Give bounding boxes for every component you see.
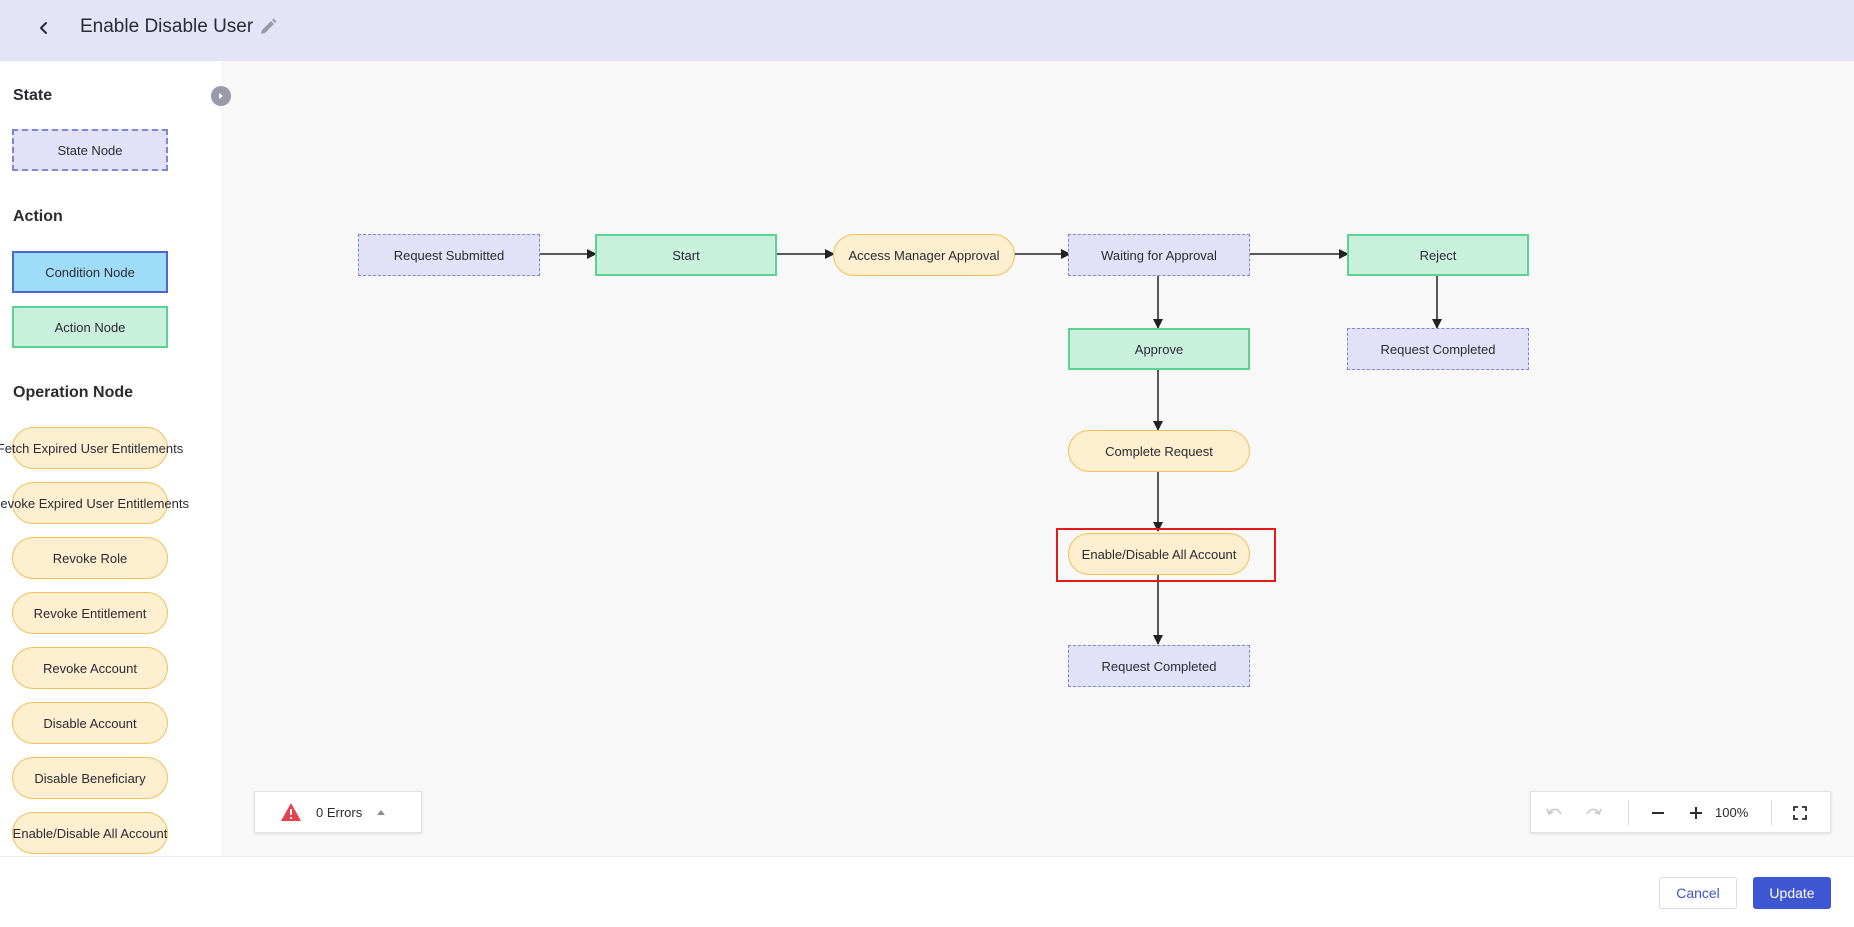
toolbar-divider	[1628, 801, 1629, 825]
chevron-left-icon	[40, 22, 47, 34]
palette-disable-account[interactable]: Disable Account	[12, 702, 168, 744]
zoom-level: 100%	[1715, 805, 1749, 820]
redo-icon	[1586, 808, 1602, 816]
canvas-toolbar: 100%	[1530, 791, 1831, 833]
node-reject[interactable]: Reject	[1347, 234, 1529, 276]
errors-count: 0 Errors	[316, 804, 363, 820]
palette-revoke-role[interactable]: Revoke Role	[12, 537, 168, 579]
node-selection-highlight	[1056, 528, 1276, 582]
palette-revoke-entitlement[interactable]: Revoke Entitlement	[12, 592, 168, 634]
chevron-right-icon	[219, 93, 223, 99]
palette-disable-beneficiary[interactable]: Disable Beneficiary	[12, 757, 168, 799]
node-access-manager-approval[interactable]: Access Manager Approval	[833, 234, 1015, 276]
workflow-canvas[interactable]: Request Submitted Start Access Manager A…	[221, 61, 1854, 856]
errors-panel[interactable]: 0 Errors	[254, 791, 422, 833]
toolbar-divider	[1771, 801, 1772, 825]
fullscreen-button[interactable]	[1789, 802, 1811, 824]
zoom-in-button[interactable]	[1685, 802, 1707, 824]
undo-button[interactable]	[1544, 802, 1566, 824]
fullscreen-icon	[1793, 806, 1807, 820]
caret-up-icon[interactable]	[376, 808, 386, 816]
palette-revoke-account[interactable]: Revoke Account	[12, 647, 168, 689]
warning-icon	[281, 803, 301, 821]
zoom-out-icon	[1652, 812, 1664, 814]
palette-revoke-expired-user-entitlements[interactable]: Revoke Expired User Entitlements	[0, 482, 189, 524]
node-enable-disable-all-account[interactable]: Enable/Disable All Account	[1068, 533, 1250, 575]
node-request-completed-reject[interactable]: Request Completed	[1347, 328, 1529, 370]
palette-condition-node[interactable]: Condition Node	[12, 251, 168, 293]
update-button[interactable]: Update	[1753, 877, 1831, 909]
operation-section-title: Operation Node	[13, 384, 134, 401]
palette-action-node[interactable]: Action Node	[12, 306, 168, 348]
redo-button[interactable]	[1582, 802, 1604, 824]
palette-enable-disable-all-account[interactable]: Enable/Disable All Account	[12, 812, 168, 854]
edit-title-button[interactable]	[259, 18, 281, 40]
palette-state-node[interactable]: State Node	[12, 129, 168, 171]
node-waiting-for-approval[interactable]: Waiting for Approval	[1068, 234, 1250, 276]
pencil-icon	[261, 18, 277, 34]
zoom-out-button[interactable]	[1647, 802, 1669, 824]
page-title: Enable Disable User	[80, 16, 254, 37]
node-approve[interactable]: Approve	[1068, 328, 1250, 370]
palette-fetch-expired-user-entitlements[interactable]: Fetch Expired User Entitlements	[0, 427, 183, 469]
state-section-title: State	[13, 87, 53, 104]
node-request-completed-final[interactable]: Request Completed	[1068, 645, 1250, 687]
zoom-in-icon	[1690, 807, 1702, 819]
collapse-sidebar-button[interactable]	[211, 86, 231, 106]
node-palette-sidebar: State State Node Action Condition Node A…	[0, 61, 221, 856]
action-section-title: Action	[13, 208, 63, 225]
header: Enable Disable User	[0, 0, 1854, 61]
cancel-button[interactable]: Cancel	[1659, 877, 1737, 909]
node-request-submitted[interactable]: Request Submitted	[358, 234, 540, 276]
footer: Cancel Update	[0, 856, 1854, 927]
node-complete-request[interactable]: Complete Request	[1068, 430, 1250, 472]
edge-layer	[539, 249, 1442, 645]
node-start[interactable]: Start	[595, 234, 777, 276]
back-button[interactable]	[30, 14, 58, 42]
undo-icon	[1546, 808, 1562, 816]
